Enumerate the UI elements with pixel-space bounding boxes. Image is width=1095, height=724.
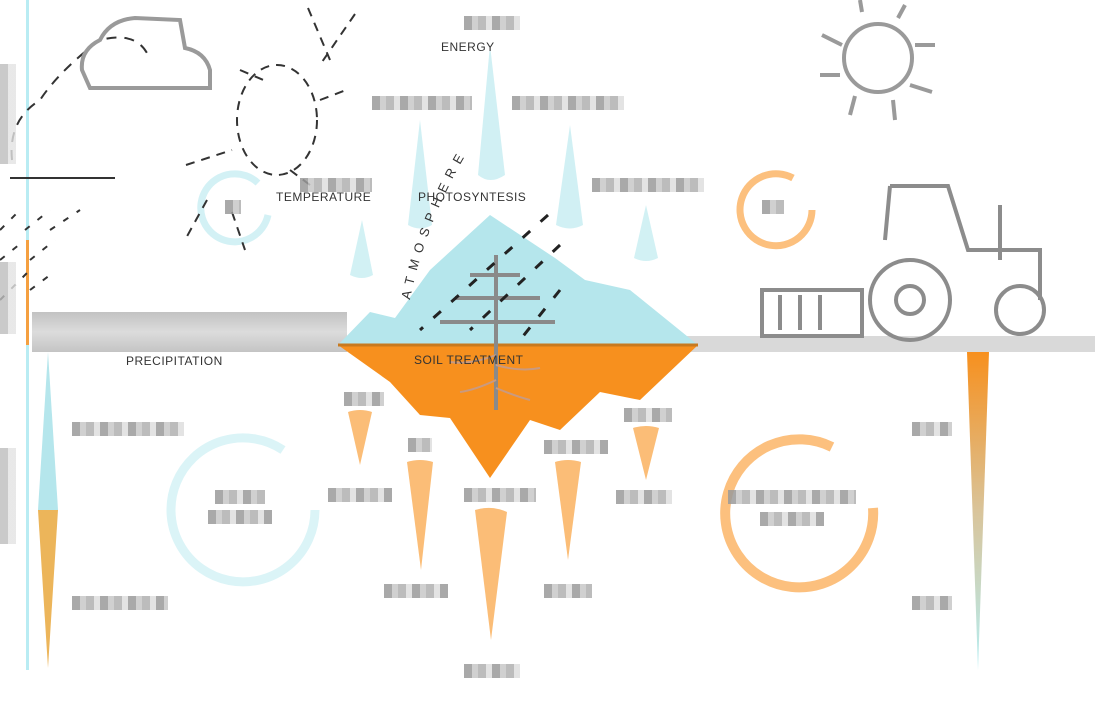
- obscured-root-label-7: [616, 490, 672, 504]
- ground-bar-left: [32, 312, 347, 352]
- obscured-root-label-5: [328, 488, 392, 502]
- roots-icon: [449, 354, 541, 401]
- obscured-left-scale-label-top: [72, 422, 184, 436]
- right-gauge: [967, 352, 989, 670]
- cloud-rain-icon: [0, 36, 151, 301]
- obscured-temp-gauge-label: [225, 200, 241, 214]
- obscured-root-label-1: [344, 392, 384, 406]
- obscured-soil-gauge-label: [762, 200, 784, 214]
- obscured-left-scale-label-bottom: [72, 596, 168, 610]
- left-gauge-bottom: [38, 510, 58, 668]
- soil-gauge-icon: [736, 170, 816, 250]
- obscured-left-scale-top: [0, 64, 16, 164]
- soil-mountain: [338, 345, 698, 478]
- rain-streaks: [418, 213, 562, 341]
- left-circle-arc: [166, 433, 320, 587]
- obscured-upper-right-cone-label: [512, 96, 624, 110]
- sun-outline-icon: [184, 7, 356, 251]
- obscured-upper-left-cone-label: [372, 96, 472, 110]
- temperature-gauge-icon: [197, 170, 272, 246]
- label-energy: ENERGY: [441, 40, 495, 54]
- cloud-icon: [79, 15, 212, 90]
- right-circle-arc: [720, 434, 879, 593]
- atmosphere-cones: [350, 45, 658, 278]
- label-soil-treatment: SOIL TREATMENT: [414, 353, 524, 367]
- obscured-temperature-header: [300, 178, 372, 192]
- obscured-root-label-9: [544, 584, 592, 598]
- left-orange-accent: [26, 240, 29, 345]
- plant-icon: [440, 255, 555, 410]
- obscured-right-scale-top: [912, 422, 952, 436]
- obscured-root-label-6: [464, 488, 536, 502]
- soil-cones: [348, 410, 659, 640]
- obscured-left-circle-label-1: [215, 490, 265, 504]
- label-precipitation: PRECIPITATION: [126, 354, 223, 368]
- tractor-icon: [760, 184, 1046, 342]
- label-temperature: TEMPERATURE: [276, 190, 372, 204]
- obscured-energy-header: [464, 16, 520, 30]
- obscured-left-circle-label-2: [208, 510, 272, 524]
- obscured-left-scale-mid: [0, 262, 16, 334]
- label-photosynthesis: PHOTOSYNTESIS: [418, 190, 527, 204]
- obscured-root-label-10: [464, 664, 520, 678]
- obscured-root-label-4: [624, 408, 672, 422]
- obscured-right-circle-label-1: [728, 490, 856, 504]
- left-gauge-top: [38, 352, 58, 510]
- obscured-root-label-8: [384, 584, 448, 598]
- ground-bar-right: [680, 336, 1095, 352]
- obscured-left-scale-bottom: [0, 448, 16, 544]
- obscured-right-circle-label-2: [760, 512, 824, 526]
- atmosphere-mountain: [338, 215, 698, 345]
- sun-icon: [820, 0, 935, 121]
- obscured-root-label-3: [544, 440, 608, 454]
- obscured-right-cone-label: [592, 178, 704, 192]
- obscured-right-scale-bottom: [912, 596, 952, 610]
- obscured-root-label-2: [408, 438, 432, 452]
